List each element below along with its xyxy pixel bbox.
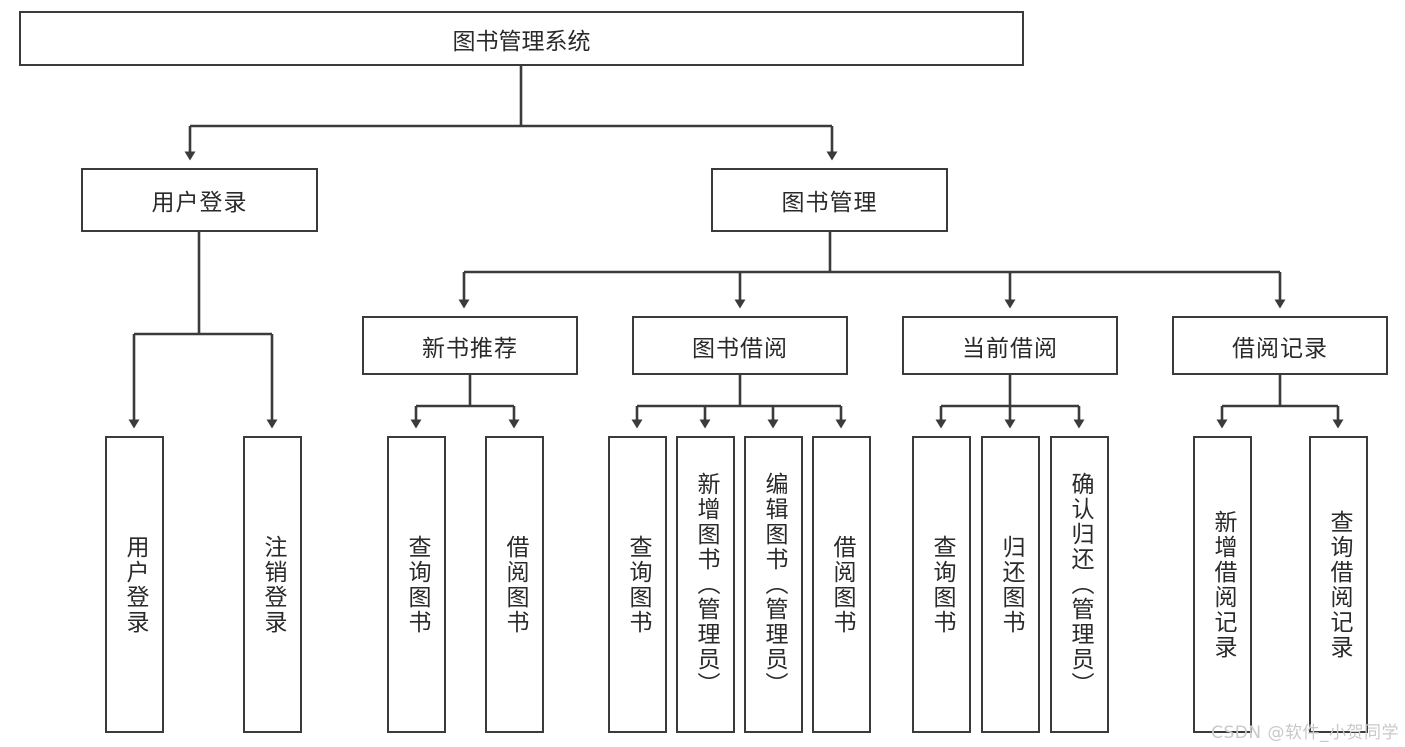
node-leaf-user-login[interactable]: 用户登录 [105, 436, 164, 733]
node-label: 新增借阅记录 [1210, 509, 1236, 660]
node-borrow-record[interactable]: 借阅记录 [1172, 316, 1388, 375]
node-book-manage[interactable]: 图书管理 [711, 168, 948, 232]
node-label: 新增图书（管理员） [693, 472, 719, 697]
node-label: 注销登录 [260, 534, 286, 635]
node-leaf-borrow-book-2[interactable]: 借阅图书 [812, 436, 871, 733]
node-label: 查询借阅记录 [1326, 509, 1352, 660]
node-leaf-confirm-return[interactable]: 确认归还（管理员） [1050, 436, 1109, 733]
node-new-book-rec[interactable]: 新书推荐 [362, 316, 578, 375]
node-leaf-query-record[interactable]: 查询借阅记录 [1309, 436, 1368, 733]
node-leaf-user-logout[interactable]: 注销登录 [243, 436, 302, 733]
node-book-borrow[interactable]: 图书借阅 [632, 316, 848, 375]
node-label: 编辑图书（管理员） [761, 472, 787, 697]
node-leaf-query-book-3[interactable]: 查询图书 [912, 436, 971, 733]
node-leaf-query-book-2[interactable]: 查询图书 [608, 436, 667, 733]
node-user-login[interactable]: 用户登录 [81, 168, 318, 232]
node-label: 新书推荐 [422, 335, 518, 362]
node-label: 图书管理系统 [452, 28, 591, 55]
node-root-book-management-system[interactable]: 图书管理系统 [19, 11, 1024, 66]
node-label: 借阅图书 [502, 534, 528, 635]
node-label: 确认归还（管理员） [1067, 472, 1093, 697]
node-label: 归还图书 [998, 534, 1024, 635]
node-label: 图书借阅 [692, 335, 788, 362]
node-leaf-edit-book[interactable]: 编辑图书（管理员） [744, 436, 803, 733]
node-label: 查询图书 [404, 534, 430, 635]
node-leaf-query-book-1[interactable]: 查询图书 [387, 436, 446, 733]
node-leaf-add-record[interactable]: 新增借阅记录 [1193, 436, 1252, 733]
node-leaf-return-book[interactable]: 归还图书 [981, 436, 1040, 733]
node-leaf-borrow-book-1[interactable]: 借阅图书 [485, 436, 544, 733]
node-label: 查询图书 [929, 534, 955, 635]
node-label: 借阅记录 [1232, 335, 1328, 362]
node-label: 用户登录 [122, 534, 148, 635]
node-label: 当前借阅 [962, 335, 1058, 362]
watermark: CSDN @软件_小贺同学 [1211, 723, 1399, 743]
node-label: 用户登录 [151, 190, 248, 216]
node-leaf-add-book[interactable]: 新增图书（管理员） [676, 436, 735, 733]
node-label: 查询图书 [625, 534, 651, 635]
node-label: 图书管理 [781, 190, 878, 216]
node-label: 借阅图书 [829, 534, 855, 635]
node-current-borrow[interactable]: 当前借阅 [902, 316, 1118, 375]
